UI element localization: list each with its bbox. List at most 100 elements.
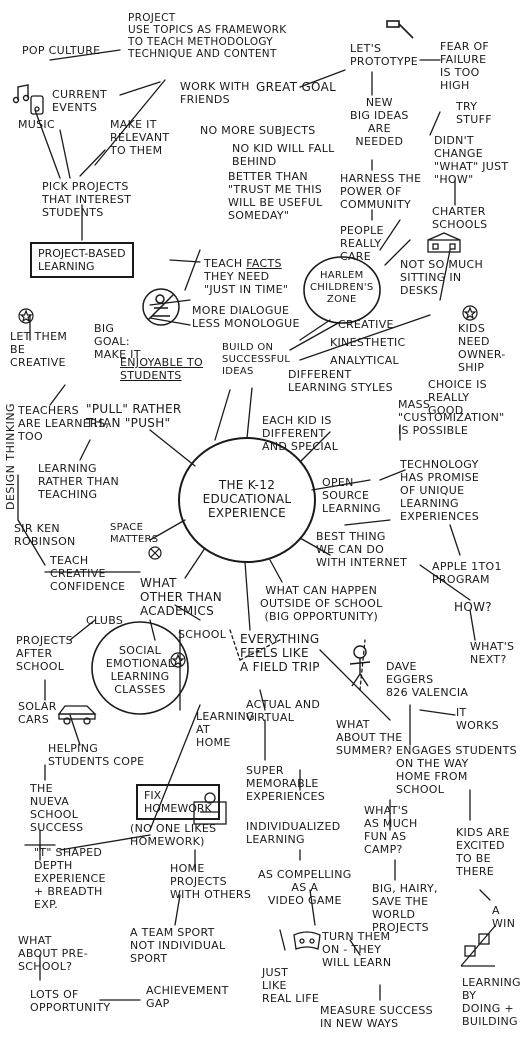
node-kids-ownership: Kids need owner- ship bbox=[458, 322, 506, 374]
node-great-goal: Great goal bbox=[256, 80, 337, 94]
node-didnt-change: Didn't change "what" just "how" bbox=[434, 134, 509, 186]
node-what-other: What other than academics bbox=[140, 576, 223, 618]
node-what-happen: What can happen outside of school (big o… bbox=[260, 584, 383, 623]
node-no-kid-behind: No kid will fall behind bbox=[232, 142, 335, 168]
node-mass-custom: Mass "customization" is possible bbox=[398, 398, 505, 437]
node-compelling: As compelling as a video game bbox=[258, 868, 352, 907]
node-fear-failure: Fear of failure is too high bbox=[440, 40, 490, 92]
node-better-than: Better than "trust me this will be usefu… bbox=[228, 170, 323, 222]
node-turn-them-on: Turn them on - they will learn bbox=[322, 930, 392, 969]
node-new-big-ideas: New big ideas are needed bbox=[350, 96, 409, 148]
node-design-thinking: Design thinking bbox=[4, 402, 17, 510]
node-what-summer: What about the summer? bbox=[336, 718, 403, 757]
node-engages: Engages students on the way home from sc… bbox=[396, 744, 517, 796]
node-pull-rather: "Pull" rather than "push" bbox=[86, 402, 182, 430]
node-choice-good: Choice is really good bbox=[428, 378, 487, 417]
node-teach-facts: Teach facts they need "just in time" bbox=[204, 244, 288, 309]
node-different-styles: Different learning styles bbox=[288, 368, 393, 394]
node-kids-excited: Kids are excited to be there bbox=[456, 826, 510, 878]
node-everything-field: Everything feels like a field trip bbox=[240, 632, 320, 674]
teach-facts-prefix: Teach bbox=[204, 257, 243, 270]
music-note-icon bbox=[12, 84, 30, 104]
kid-figure-icon bbox=[349, 645, 371, 687]
node-enjoyable: enjoyable to students bbox=[120, 356, 203, 382]
node-harlem: Harlem children's zone bbox=[310, 270, 374, 305]
node-home-projects: Home projects with others bbox=[170, 862, 252, 901]
node-music: Music bbox=[18, 118, 55, 131]
star-circle-icon bbox=[18, 308, 34, 324]
node-super-memorable: Super memorable experiences bbox=[246, 764, 326, 803]
harlem-circle bbox=[303, 256, 381, 324]
node-charter: Charter schools bbox=[432, 205, 488, 231]
node-school: School bbox=[178, 628, 227, 641]
node-harness: Harness the power of community bbox=[340, 172, 422, 211]
node-fix-homework: Fix homework bbox=[136, 784, 220, 820]
space-icon bbox=[148, 546, 162, 560]
node-actual-virtual: Actual and virtual bbox=[246, 698, 321, 724]
node-try-stuff: Try stuff bbox=[456, 100, 492, 126]
home-reading-icon bbox=[193, 792, 227, 825]
node-big-goal: Big goal: make it bbox=[94, 322, 141, 361]
node-learning-teaching: Learning rather than teaching bbox=[38, 462, 119, 501]
node-what-preschool: What about pre- school? bbox=[18, 934, 88, 973]
node-analytical: Analytical bbox=[330, 354, 399, 367]
node-people-care: People really care bbox=[340, 224, 384, 263]
node-let-creative: Let them be creative bbox=[10, 330, 68, 369]
node-social-emotional: Social emotional learning classes bbox=[105, 644, 175, 696]
node-clubs: Clubs bbox=[86, 614, 124, 627]
node-helping: Helping students cope bbox=[48, 742, 145, 768]
node-how: How? bbox=[454, 600, 492, 614]
node-lots-opportunity: Lots of opportunity bbox=[30, 988, 111, 1014]
node-nueva: The Nueva School success bbox=[30, 782, 84, 834]
node-apple: Apple 1to1 program bbox=[432, 560, 502, 586]
node-a-win: A win bbox=[492, 904, 516, 930]
school-building-icon bbox=[427, 232, 461, 253]
node-not-sitting: Not so much sitting in desks bbox=[400, 258, 484, 297]
social-emotional-circle bbox=[91, 621, 189, 715]
hammer-icon bbox=[386, 20, 414, 39]
node-work-with-friends: Work with friends bbox=[180, 80, 250, 106]
node-lets-prototype: Let's prototype bbox=[350, 42, 419, 68]
node-learning-doing: Learning by doing + building bbox=[462, 976, 520, 1028]
building-blocks-icon bbox=[460, 925, 496, 967]
node-make-relevant: Make it relevant to them bbox=[110, 118, 170, 157]
node-build-on-ideas: Build on successful ideas bbox=[222, 342, 291, 377]
node-no-more-subjects: No more subjects bbox=[200, 124, 316, 137]
node-learning-home: Learning at home bbox=[196, 710, 255, 749]
video-game-icon bbox=[293, 931, 321, 950]
node-solar-cars: Solar cars bbox=[18, 700, 57, 726]
node-current-events: Current events bbox=[52, 88, 108, 114]
node-space-matters: Space matters bbox=[110, 522, 159, 545]
node-just-like: Just like real life bbox=[262, 966, 320, 1005]
node-projects-after: Projects after school bbox=[16, 634, 73, 673]
node-pop-culture: Pop culture bbox=[22, 44, 101, 57]
node-whats-as-fun: What's as much fun as camp? bbox=[364, 804, 418, 856]
phone-icon bbox=[30, 95, 44, 115]
node-project-based: Project-based learning bbox=[30, 242, 134, 278]
star-circle-icon bbox=[462, 305, 478, 321]
node-project-topics: Project use topics as framework to teach… bbox=[128, 12, 287, 60]
node-individualized: Individualized learning bbox=[246, 820, 341, 846]
node-technology: Technology has promise of unique learnin… bbox=[400, 458, 480, 523]
node-best-thing: Best thing we can do with internet bbox=[316, 530, 408, 569]
teach-facts-underlined: facts bbox=[246, 257, 282, 270]
teach-facts-suffix: they need "just in time" bbox=[204, 270, 289, 296]
node-teachers-learners: Teachers are learners, too bbox=[18, 404, 110, 443]
node-sir-ken: Sir Ken Robinson bbox=[14, 522, 76, 548]
node-it-works: It works bbox=[456, 706, 499, 732]
node-measure-success: Measure success in new ways bbox=[320, 1004, 433, 1030]
node-team-sport: A team sport not individual sport bbox=[130, 926, 226, 965]
node-kinesthetic: Kinesthetic bbox=[330, 336, 406, 349]
node-dave-eggers: Dave Eggers 826 Valencia bbox=[386, 660, 469, 699]
node-big-hairy: Big, hairy, save the world projects bbox=[372, 882, 438, 934]
node-more-dialogue: More dialogue less monologue bbox=[192, 304, 300, 330]
star-circle-icon bbox=[170, 652, 186, 668]
node-pick-projects: Pick projects that interest students bbox=[42, 180, 132, 219]
node-creative: Creative bbox=[338, 318, 394, 331]
node-teach-creative: Teach creative confidence bbox=[50, 554, 126, 593]
node-t-shaped: "T" shaped depth experience + breadth ex… bbox=[34, 846, 106, 911]
solar-car-icon bbox=[57, 705, 97, 725]
node-achievement-gap: Achievement gap bbox=[146, 984, 229, 1010]
